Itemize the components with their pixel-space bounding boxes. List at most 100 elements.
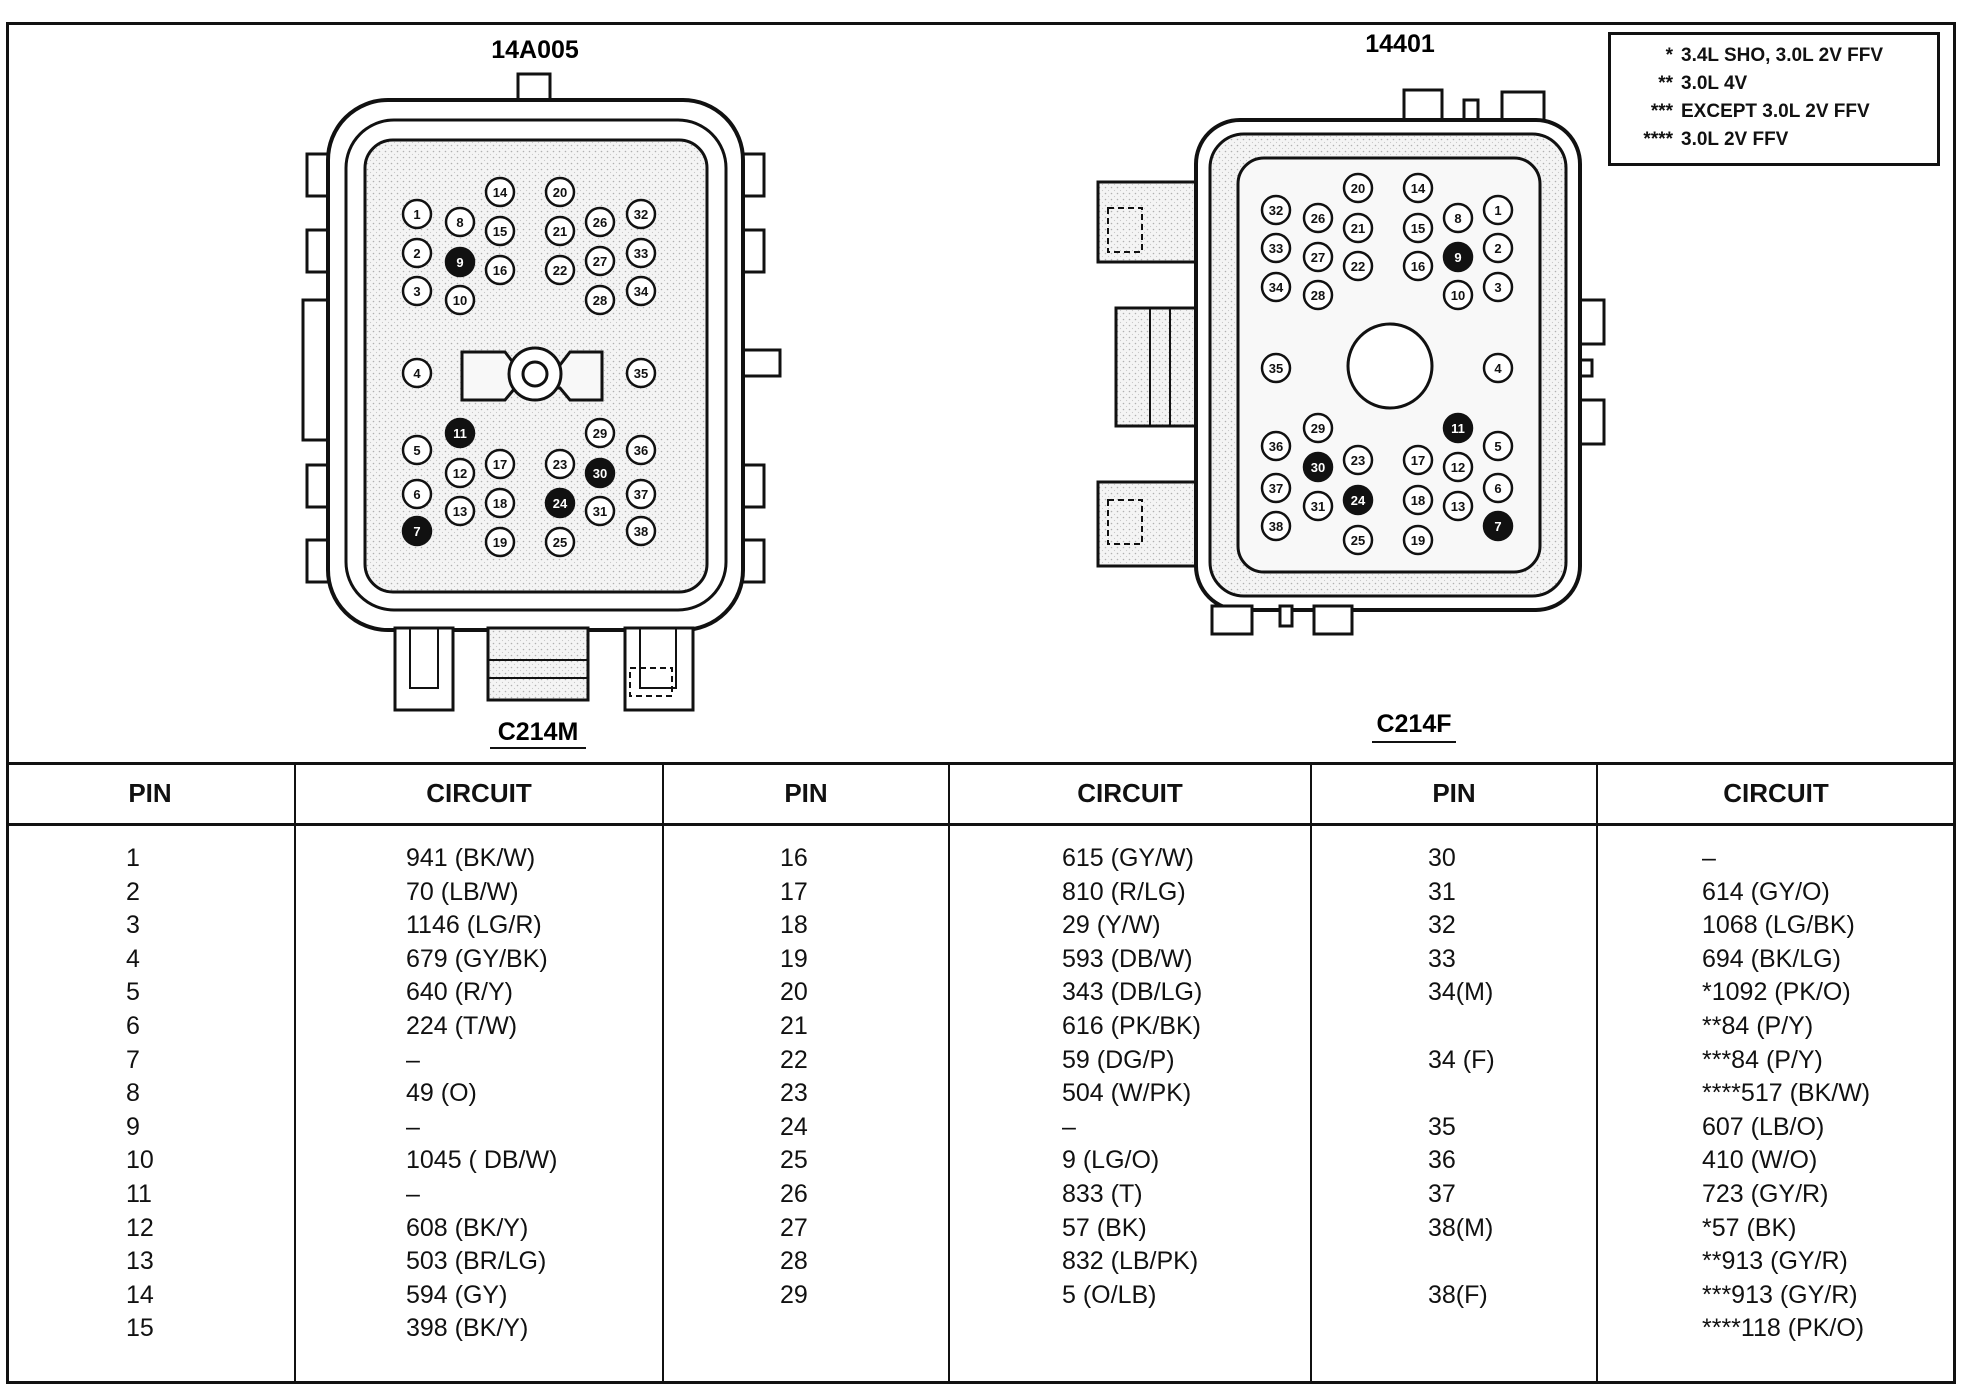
column-divider: [662, 762, 664, 1384]
female-pin-26: [1302, 202, 1334, 234]
female-pin-24-plugged: [1342, 484, 1374, 516]
male-pin-label: 21: [553, 224, 567, 239]
circuit-value: –: [406, 1179, 420, 1208]
male-pin-label: 8: [456, 215, 463, 230]
male-pin-9-plugged: [444, 246, 476, 278]
pin-number: 9: [126, 1112, 140, 1141]
connector-diagram: 14A005 123456789101112131415161718192021…: [301, 30, 1606, 749]
circuit-value: *1092 (PK/O): [1702, 978, 1851, 1007]
female-pin-8: [1442, 202, 1474, 234]
circuit-value: 410 (W/O): [1702, 1146, 1818, 1175]
circuit-column-2: CIRCUIT 615 (GY/W)810 (R/LG)29 (Y/W)593 …: [950, 762, 1310, 1384]
circuit-value: **84 (P/Y): [1702, 1011, 1814, 1040]
column-divider: [1596, 762, 1598, 1384]
table-header-rule: [6, 823, 1956, 826]
circuit-value: 679 (GY/BK): [406, 944, 548, 973]
female-pin-label: 10: [1451, 288, 1465, 303]
female-pin-5: [1482, 430, 1514, 462]
female-pin-label: 32: [1269, 203, 1283, 218]
circuit-value: –: [1062, 1112, 1076, 1141]
pin-number: 19: [780, 944, 808, 973]
female-pin-label: 31: [1311, 499, 1325, 514]
circuit-value: 832 (LB/PK): [1062, 1247, 1199, 1276]
female-pin-label: 14: [1411, 181, 1426, 196]
male-pin-label: 27: [593, 254, 607, 269]
female-pin-label: 25: [1351, 533, 1365, 548]
male-pin-17: [484, 448, 516, 480]
male-pin-label: 31: [593, 504, 607, 519]
female-pin-label: 15: [1411, 221, 1425, 236]
circuit-column-3: CIRCUIT –614 (GY/O)1068 (LG/BK)694 (BK/L…: [1598, 762, 1954, 1384]
female-pin-27: [1302, 241, 1334, 273]
female-bottom-tab: [1210, 604, 1254, 636]
female-pin-10: [1442, 279, 1474, 311]
pin-number: 23: [780, 1079, 808, 1108]
pin-number: 21: [780, 1011, 808, 1040]
male-pin-35: [625, 357, 657, 389]
female-pin-label: 7: [1494, 519, 1501, 534]
column-divider: [948, 762, 950, 1384]
male-pin-29: [584, 417, 616, 449]
male-pin-36: [625, 434, 657, 466]
male-pin-label: 14: [493, 185, 508, 200]
pin-number: 7: [126, 1045, 140, 1074]
male-pin-16: [484, 254, 516, 286]
female-pin-label: 6: [1494, 481, 1501, 496]
male-pin-label: 23: [553, 457, 567, 472]
female-pin-label: 33: [1269, 241, 1283, 256]
female-pin-1: [1482, 194, 1514, 226]
female-pin-label: 28: [1311, 288, 1325, 303]
male-pin-1: [401, 198, 433, 230]
female-connector-name: C214F: [1376, 710, 1451, 738]
pin-number: 6: [126, 1011, 140, 1040]
circuit-column-1: CIRCUIT 941 (BK/W)70 (LB/W)1146 (LG/R)67…: [296, 762, 662, 1384]
circuit-value: 504 (W/PK): [1062, 1079, 1192, 1108]
pin-number: 18: [780, 911, 808, 940]
male-pin-38: [625, 515, 657, 547]
legend-item: ****3.0L 2V FFV: [1643, 129, 1789, 150]
male-pin-24-plugged: [544, 487, 576, 519]
circuit-value: –: [406, 1045, 420, 1074]
female-pin-16: [1402, 250, 1434, 282]
circuit-value: 616 (PK/BK): [1062, 1011, 1201, 1040]
female-pin-6: [1482, 472, 1514, 504]
male-pin-6: [401, 478, 433, 510]
pin-number: 1: [126, 844, 140, 872]
female-pin-34: [1260, 271, 1292, 303]
female-pin-label: 27: [1311, 250, 1325, 265]
pin-number: [1428, 1010, 1596, 1044]
circuit-value: 810 (R/LG): [1062, 877, 1186, 906]
male-pin-label: 11: [453, 426, 467, 441]
female-pin-label: 34: [1269, 280, 1284, 295]
male-pin-33: [625, 237, 657, 269]
male-side-tab: [738, 348, 782, 378]
pin-number: 38(F): [1428, 1280, 1488, 1309]
circuit-value: 224 (T/W): [406, 1011, 518, 1040]
male-pin-5: [401, 434, 433, 466]
male-pin-10: [444, 284, 476, 316]
male-pin-label: 38: [634, 524, 648, 539]
male-pin-label: 13: [453, 504, 467, 519]
pin-header: PIN: [784, 777, 828, 808]
female-pin-30-plugged: [1302, 451, 1334, 483]
pin-number: 10: [126, 1146, 154, 1175]
circuit-list: –614 (GY/O)1068 (LG/BK)694 (BK/LG)*1092 …: [1598, 842, 1954, 1346]
male-pin-label: 28: [593, 293, 607, 308]
female-pin-18: [1402, 484, 1434, 516]
male-pin-30-plugged: [584, 457, 616, 489]
pin-number: 34(M): [1428, 978, 1494, 1007]
male-pin-31: [584, 495, 616, 527]
male-pin-label: 18: [493, 496, 507, 511]
female-left-latch: [1096, 480, 1200, 568]
female-pin-13: [1442, 490, 1474, 522]
female-pin-label: 20: [1351, 181, 1365, 196]
female-pin-33: [1260, 232, 1292, 264]
circuit-header: CIRCUIT: [1723, 777, 1829, 808]
pin-number: 16: [780, 844, 808, 872]
circuit-header: CIRCUIT: [426, 777, 532, 808]
female-pin-9-plugged: [1442, 241, 1474, 273]
pin-number: 8: [126, 1079, 140, 1108]
pin-number: 4: [126, 944, 140, 973]
legend-item: *3.4L SHO, 3.0L 2V FFV: [1665, 45, 1884, 66]
